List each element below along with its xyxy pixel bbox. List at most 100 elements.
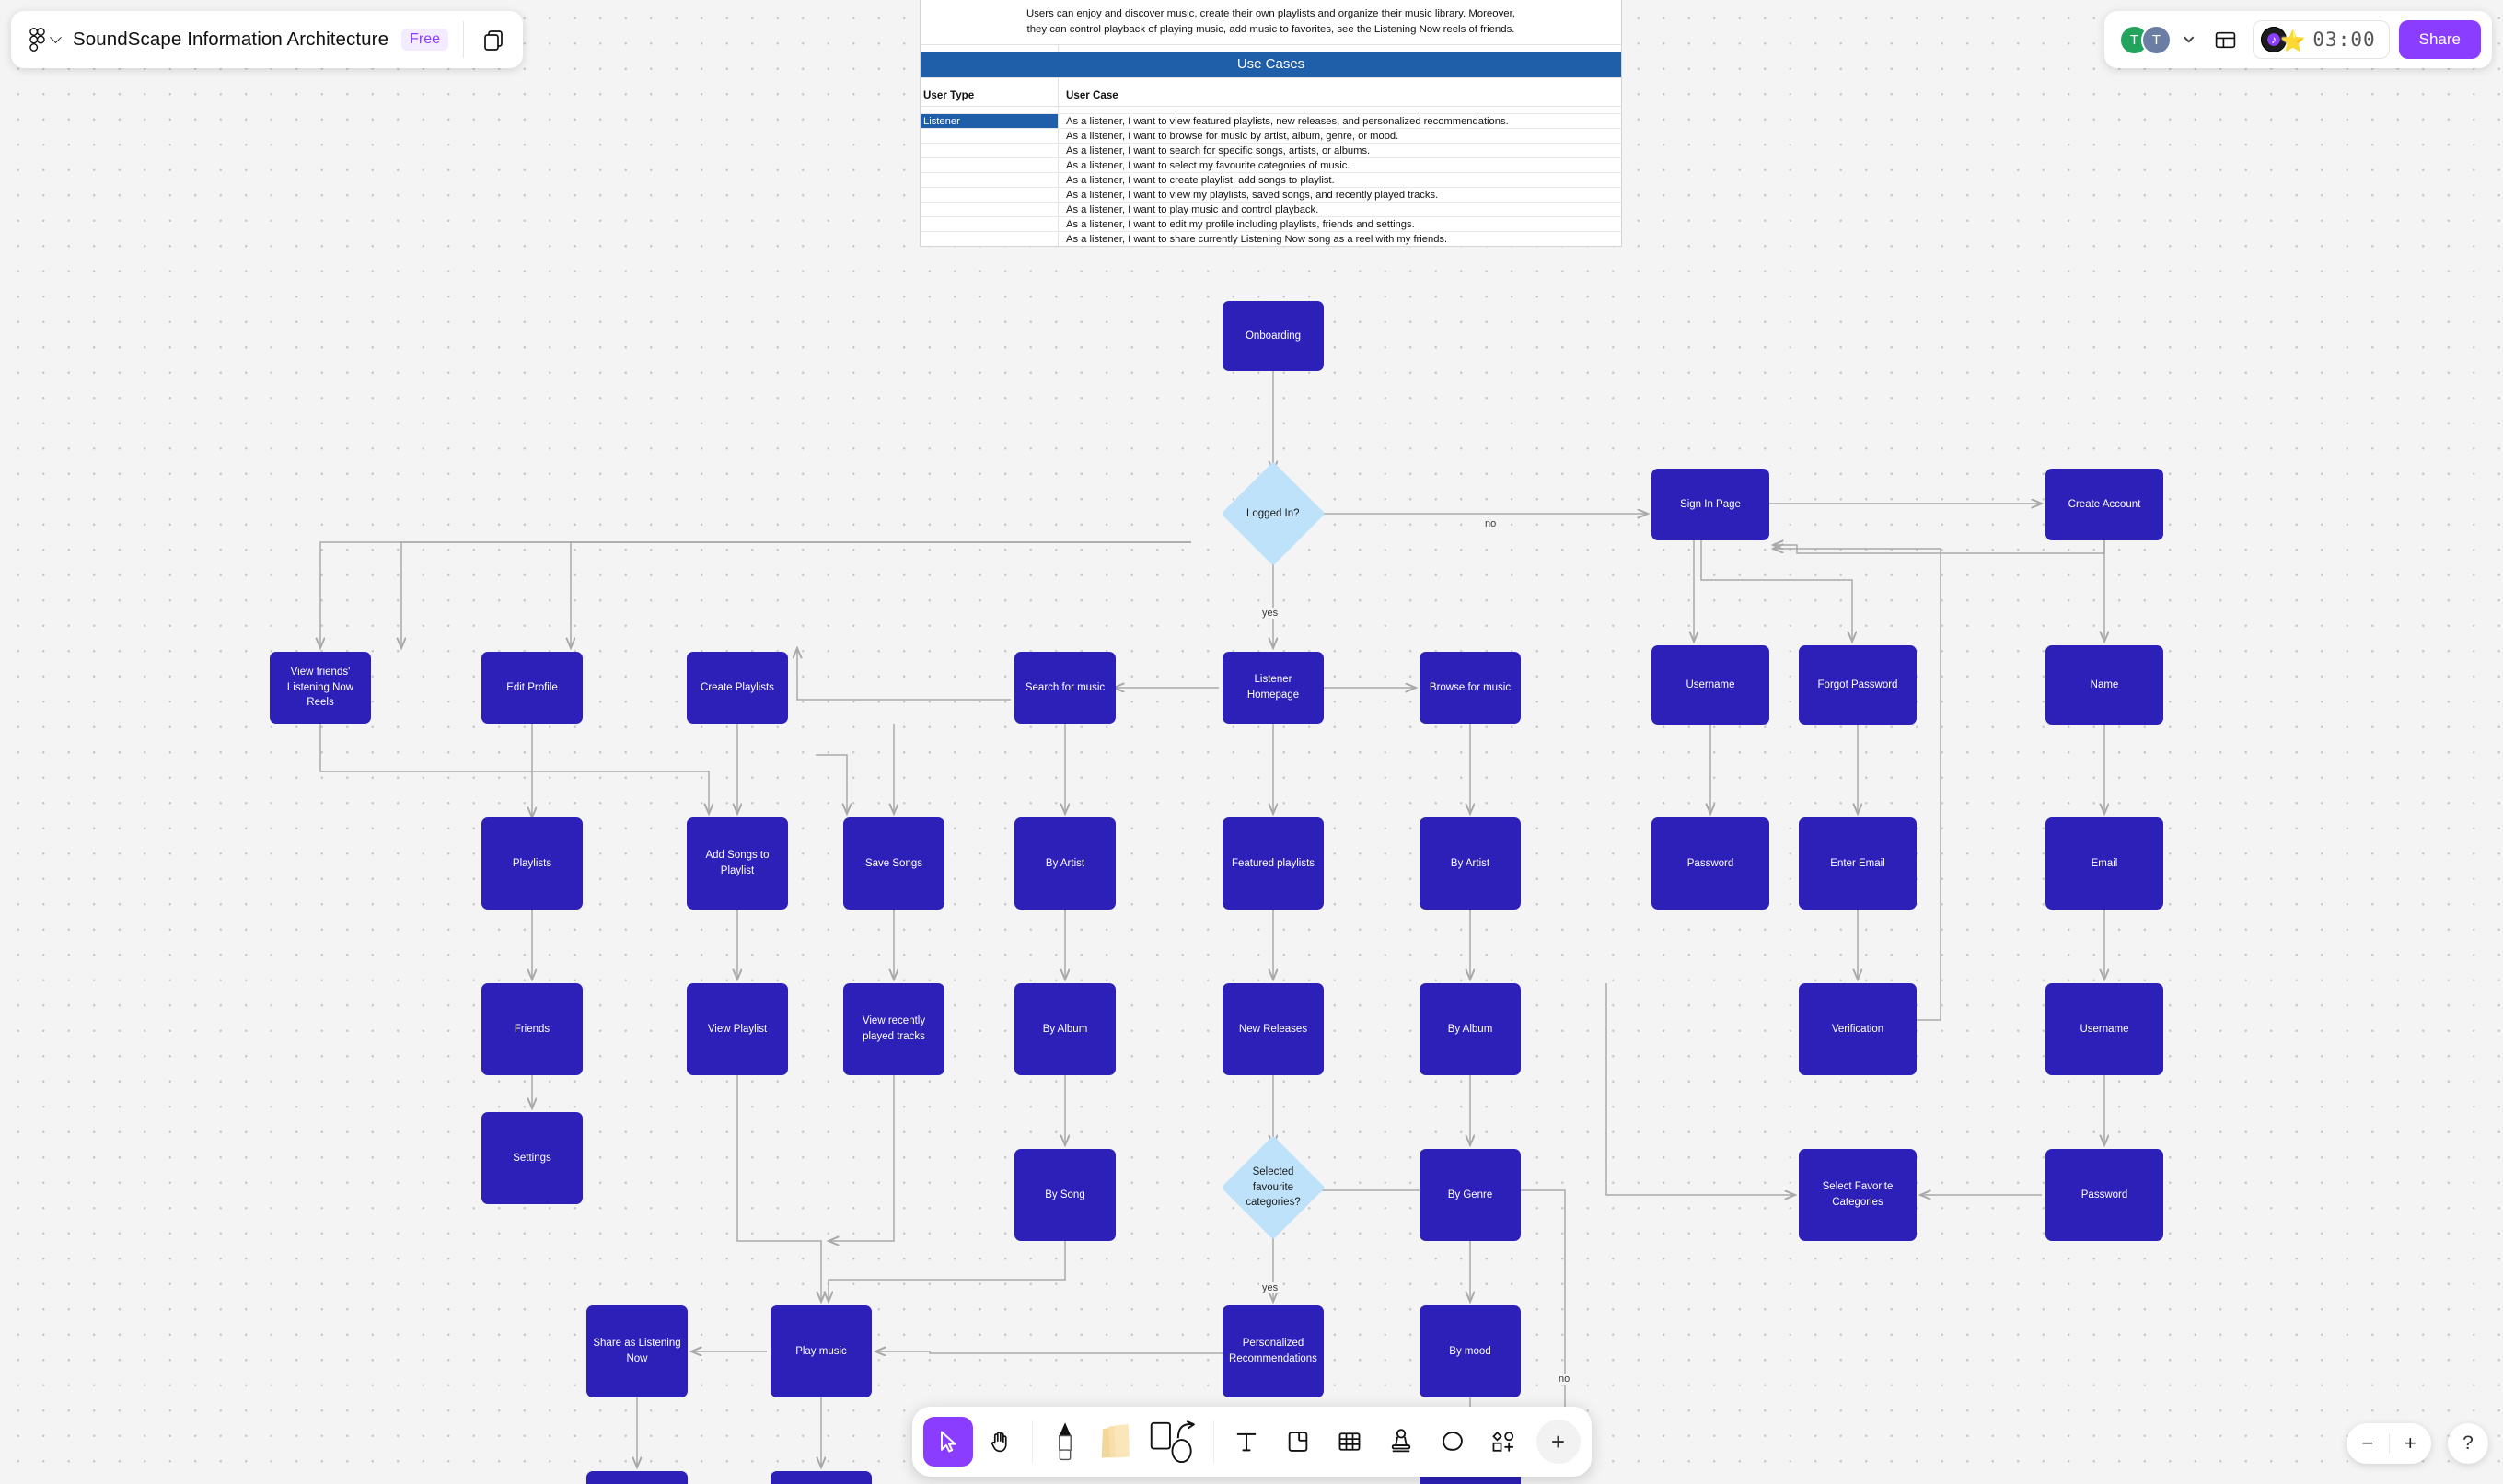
zoom-in-button[interactable]: +: [2404, 1432, 2416, 1455]
flow-node-sign-in[interactable]: Sign In Page: [1651, 469, 1769, 540]
flow-node-onboarding[interactable]: Onboarding: [1223, 301, 1324, 371]
star-icon: ⭐: [2280, 29, 2306, 52]
flow-node-add-songs[interactable]: Add Songs to Playlist: [687, 817, 788, 910]
toolbar-divider-2: [1212, 1420, 1214, 1463]
node-label: View recently played tracks: [862, 1015, 926, 1042]
tool-comment[interactable]: [1428, 1417, 1477, 1467]
share-button[interactable]: Share: [2398, 20, 2481, 59]
flow-node-forgot-pass[interactable]: Forgot Password: [1799, 645, 1917, 725]
avatar-chevron-down-icon[interactable]: [2184, 32, 2195, 43]
main-menu-button[interactable]: [11, 11, 73, 68]
table-row[interactable]: As a listener, I want to view my playlis…: [921, 187, 1621, 203]
tool-text[interactable]: [1222, 1417, 1271, 1467]
tool-sticky-note[interactable]: [1092, 1417, 1141, 1467]
spacer-row-2: [921, 77, 1621, 86]
flow-node-enter-email[interactable]: Enter Email: [1799, 817, 1917, 910]
table-row[interactable]: As a listener, I want to browse for musi…: [921, 128, 1621, 144]
node-label: New Releases: [1238, 1023, 1308, 1035]
marker-pen-icon: [1058, 1422, 1072, 1461]
flow-node-by-mood[interactable]: By mood: [1420, 1305, 1521, 1397]
layout-panel-button[interactable]: [2207, 21, 2243, 58]
tool-table[interactable]: [1325, 1417, 1374, 1467]
tool-cursor[interactable]: [922, 1417, 973, 1467]
flow-node-browse-music[interactable]: Browse for music: [1420, 652, 1521, 724]
use-cases-table[interactable]: Users can enjoy and discover music, crea…: [920, 0, 1622, 248]
document-title-group[interactable]: SoundScape Information Architecture Free: [73, 11, 463, 68]
pages-panel-icon: [484, 30, 503, 51]
flow-node-password-2[interactable]: Password: [2045, 1149, 2163, 1241]
flow-node-name[interactable]: Name: [2045, 645, 2163, 725]
help-button[interactable]: ?: [2448, 1423, 2488, 1464]
flow-node-cut-a[interactable]: [586, 1471, 688, 1484]
flow-decision-sel-fav-q[interactable]: Selected favourite categories?: [1221, 1135, 1326, 1240]
table-row[interactable]: As a listener, I want to share currently…: [921, 231, 1621, 247]
flow-node-by-artist-1[interactable]: By Artist: [1014, 817, 1116, 910]
shapes-icon: [1150, 1420, 1195, 1464]
node-label: Password: [1686, 857, 1734, 869]
pages-panel-button[interactable]: [464, 11, 523, 68]
flow-node-sel-fav-cat[interactable]: Select Favorite Categories: [1799, 1149, 1917, 1241]
tool-pen[interactable]: [1040, 1417, 1090, 1467]
flow-node-listener-home[interactable]: Listener Homepage: [1223, 652, 1324, 724]
tool-hand[interactable]: [975, 1417, 1025, 1467]
flow-node-by-artist-2[interactable]: By Artist: [1420, 817, 1521, 910]
zoom-divider: [2388, 1433, 2390, 1454]
flow-node-username-1[interactable]: Username: [1651, 645, 1769, 725]
table-row[interactable]: As a listener, I want to edit my profile…: [921, 216, 1621, 232]
flow-node-by-album-1[interactable]: By Album: [1014, 983, 1116, 1075]
flow-node-new-releases[interactable]: New Releases: [1223, 983, 1324, 1075]
flow-node-verification[interactable]: Verification: [1799, 983, 1917, 1075]
flow-node-view-recent[interactable]: View recently played tracks: [843, 983, 944, 1075]
cell-user-type: [921, 129, 1059, 144]
flow-decision-logged-in[interactable]: Logged In?: [1221, 461, 1326, 566]
document-toolbar: SoundScape Information Architecture Free: [11, 11, 523, 68]
edge-label: yes: [1259, 608, 1281, 619]
node-label: Search for music: [1025, 681, 1106, 693]
flow-node-save-songs[interactable]: Save Songs: [843, 817, 944, 910]
sticky-note-icon: [1101, 1424, 1130, 1458]
table-row[interactable]: As a listener, I want to search for spec…: [921, 143, 1621, 158]
flow-node-password-1[interactable]: Password: [1651, 817, 1769, 910]
flow-node-view-playlist[interactable]: View Playlist: [687, 983, 788, 1075]
flow-node-create-playlists[interactable]: Create Playlists: [687, 652, 788, 724]
flow-node-friends[interactable]: Friends: [481, 983, 583, 1075]
flow-node-settings[interactable]: Settings: [481, 1112, 583, 1204]
flow-node-cut-b[interactable]: [771, 1471, 872, 1484]
node-label: Settings: [513, 1152, 551, 1164]
table-row[interactable]: As a listener, I want to select my favou…: [921, 157, 1621, 173]
flow-node-share-listening[interactable]: Share as Listening Now: [586, 1305, 688, 1397]
zoom-out-button[interactable]: −: [2361, 1432, 2374, 1455]
tool-section[interactable]: [1273, 1417, 1323, 1467]
flow-node-view-friends[interactable]: View friends' Listening Now Reels: [270, 652, 371, 724]
flow-node-search-music[interactable]: Search for music: [1014, 652, 1116, 724]
flow-node-create-account[interactable]: Create Account: [2045, 469, 2163, 540]
flow-node-by-genre[interactable]: By Genre: [1420, 1149, 1521, 1241]
tool-add-more-button[interactable]: +: [1535, 1420, 1581, 1464]
table-row[interactable]: As a listener, I want to play music and …: [921, 202, 1621, 217]
flow-node-edit-profile[interactable]: Edit Profile: [481, 652, 583, 724]
flow-node-by-song[interactable]: By Song: [1014, 1149, 1116, 1241]
flow-node-username-2[interactable]: Username: [2045, 983, 2163, 1075]
flow-node-by-album-2[interactable]: By Album: [1420, 983, 1521, 1075]
flow-node-email[interactable]: Email: [2045, 817, 2163, 910]
intro-line-2: they can control playback of playing mus…: [1026, 23, 1515, 35]
flow-node-personalized[interactable]: Personalized Recommendations: [1223, 1305, 1324, 1397]
flow-node-featured[interactable]: Featured playlists: [1223, 817, 1324, 910]
node-label: By Song: [1045, 1188, 1085, 1200]
table-row[interactable]: As a listener, I want to create playlist…: [921, 172, 1621, 188]
node-label: Create Playlists: [701, 681, 774, 693]
avatar[interactable]: T: [2141, 24, 2172, 55]
timer-widget[interactable]: ⭐ 03:00: [2253, 20, 2390, 59]
tool-widgets[interactable]: [1479, 1417, 1529, 1467]
tool-shapes[interactable]: [1143, 1417, 1206, 1467]
creation-toolbar: +: [911, 1407, 1592, 1477]
flow-node-play-music[interactable]: Play music: [771, 1305, 872, 1397]
cell-user-case: As a listener, I want to create playlist…: [1066, 174, 1335, 186]
tool-stamp[interactable]: [1376, 1417, 1426, 1467]
toolbar-divider: [463, 21, 464, 58]
flow-node-playlists[interactable]: Playlists: [481, 817, 583, 910]
cell-user-type: [921, 217, 1059, 232]
